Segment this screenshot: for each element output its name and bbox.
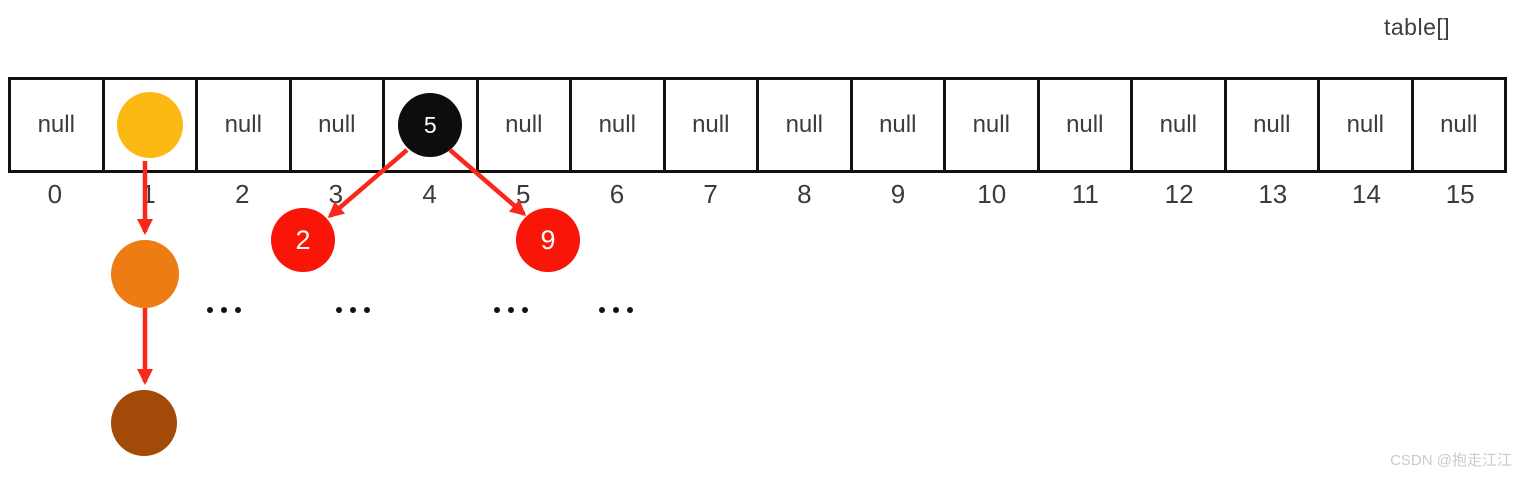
index-label-row: 0 1 2 3 4 5 6 7 8 9 10 11 12 13 14 15	[8, 179, 1507, 209]
cell-value: null	[692, 111, 730, 138]
cell-value: null	[879, 111, 917, 138]
chain-tail-node	[111, 390, 177, 456]
table-cell-3: null	[288, 80, 383, 170]
index-label: 9	[890, 179, 906, 209]
table-cell-12: null	[1130, 80, 1224, 170]
index-label: 14	[1352, 179, 1381, 209]
table-cell-6: null	[569, 80, 663, 170]
cell-value: null	[1159, 111, 1197, 138]
ellipsis-dots-icon	[599, 307, 633, 313]
tree-left-value: 2	[295, 224, 311, 255]
index-label: 7	[703, 179, 718, 209]
cell-value: null	[1066, 111, 1104, 138]
table-cell-4: 5	[382, 80, 476, 170]
tree-left-node: 2	[271, 208, 335, 272]
cell-value: null	[505, 111, 543, 138]
hash-table-array: null null null 5 null null null null nul…	[8, 77, 1507, 173]
tree-root-value: 5	[423, 111, 437, 138]
cell-value: null	[1253, 111, 1291, 138]
index-label: 8	[797, 179, 812, 209]
table-cell-10: null	[943, 80, 1037, 170]
cell-value: null	[598, 111, 636, 138]
table-cell-0: null	[11, 80, 102, 170]
tree-root-node: 5	[398, 93, 463, 157]
index-label: 13	[1258, 179, 1288, 209]
cell-value: null	[785, 111, 823, 138]
table-cell-8: null	[756, 80, 850, 170]
table-cell-9: null	[849, 80, 944, 170]
chain-mid-node	[111, 240, 179, 308]
cell-value: null	[1440, 111, 1478, 138]
cell-value: null	[224, 111, 262, 138]
index-label: 11	[1071, 179, 1099, 209]
table-array-label: table[]	[1384, 14, 1451, 40]
table-cell-14: null	[1317, 80, 1411, 170]
table-cell-1	[101, 80, 196, 170]
cell-value: null	[972, 111, 1010, 138]
index-label: 0	[47, 179, 63, 209]
ellipsis-dots-icon	[336, 307, 370, 313]
index-label: 6	[609, 179, 625, 209]
cell-value: null	[37, 111, 75, 138]
cell-value: null	[318, 111, 356, 138]
table-cell-5: null	[475, 80, 570, 170]
index-label: 2	[234, 179, 250, 209]
index-label: 3	[328, 179, 344, 209]
table-cell-2: null	[195, 80, 289, 170]
index-label: 15	[1445, 179, 1475, 209]
index-label: 4	[422, 179, 437, 209]
index-label: 5	[516, 179, 531, 209]
table-cell-7: null	[662, 80, 757, 170]
table-cell-15: null	[1410, 80, 1505, 170]
cell-value: null	[1346, 111, 1384, 138]
csdn-watermark: CSDN @抱走江江	[1390, 452, 1512, 469]
table-cell-13: null	[1223, 80, 1318, 170]
table-cell-11: null	[1036, 80, 1131, 170]
index-label: 12	[1164, 179, 1194, 209]
chain-head-node	[116, 92, 183, 158]
tree-right-value: 9	[540, 224, 556, 255]
ellipsis-dots-icon	[494, 307, 528, 313]
ellipsis-dots-icon	[207, 307, 241, 313]
tree-right-node: 9	[516, 208, 580, 272]
index-label: 1	[141, 179, 156, 209]
index-label: 10	[977, 179, 1007, 209]
